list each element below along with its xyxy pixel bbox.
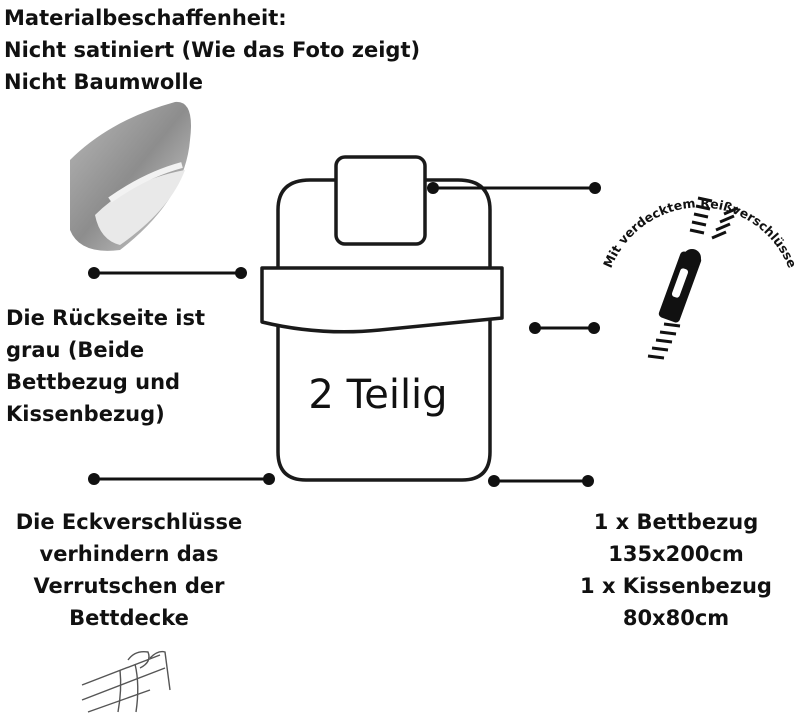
material-line-cotton: Nicht Baumwolle [4,70,203,94]
back-side-line: grau (Beide [6,338,145,362]
contents-line: 1 x Kissenbezug [580,574,772,598]
back-side-line: Die Rückseite ist [6,306,205,330]
corner-line: Verrutschen der [33,574,225,598]
duvet-fold-band [260,266,504,334]
contents-line: 1 x Bettbezug [593,510,759,534]
duvet-center-label: 2 Teilig [308,372,447,418]
leader-line-zipper [529,322,600,334]
corner-fastener-icon [81,650,171,713]
back-side-line: Bettbezug und [6,370,181,394]
corner-line: verhindern das [39,542,219,566]
package-contents: 1 x Bettbezug 135x200cm 1 x Kissenbezug … [560,506,792,634]
leader-line-corner [88,473,275,485]
corner-line: Bettdecke [69,606,189,630]
material-description: Materialbeschaffenheit: Nicht satiniert … [4,2,420,98]
leader-line-contents [488,475,594,487]
material-line-satin: Nicht satiniert (Wie das Foto zeigt) [4,38,421,62]
pillow-shape [334,155,427,246]
leader-line-pillow [427,182,601,194]
material-title: Materialbeschaffenheit: [4,6,287,30]
corner-fasteners-description: Die Eckverschlüsse verhindern das Verrut… [4,506,254,634]
zipper-icon [647,196,739,360]
contents-line: 80x80cm [622,606,730,630]
back-side-description: Die Rückseite ist grau (Beide Bettbezug … [6,302,205,430]
fabric-sample-image [70,101,191,251]
contents-line: 135x200cm [608,542,744,566]
back-side-line: Kissenbezug) [6,402,165,426]
corner-line: Die Eckverschlüsse [15,510,243,534]
leader-line-back-side [88,267,247,279]
